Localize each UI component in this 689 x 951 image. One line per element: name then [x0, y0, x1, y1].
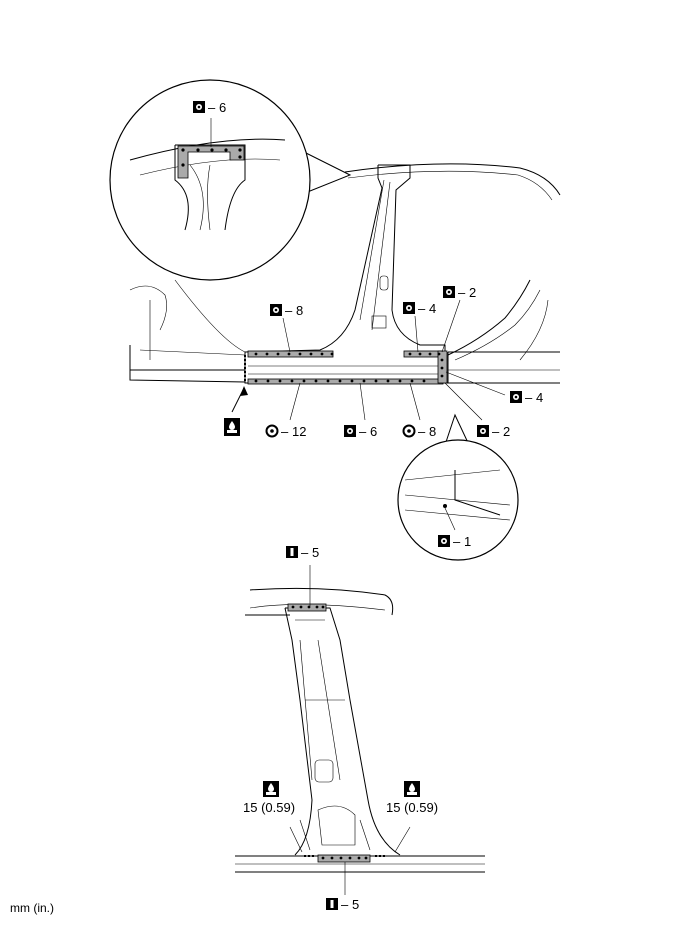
mig-weld-icon	[286, 546, 298, 558]
rear-upper-spot-count: 2	[469, 285, 476, 300]
sill-plug-left-count: 12	[292, 424, 306, 439]
svg-text:–: –	[281, 424, 289, 439]
sill-plug-mid-count: 8	[429, 424, 436, 439]
spot-weld-icon	[344, 425, 356, 437]
mig-weld-icon	[326, 898, 338, 910]
detail-circle-bottom	[397, 413, 519, 561]
braze-icon	[224, 418, 240, 436]
spot-weld-icon	[477, 425, 489, 437]
braze-arrow-head	[240, 386, 248, 396]
braze-right-length: 15 (0.59)	[386, 800, 438, 815]
svg-text:–: –	[525, 390, 533, 405]
dash-label: –	[208, 100, 216, 115]
svg-text:–: –	[458, 285, 466, 300]
detail-bottom-spot-count: 1	[464, 534, 471, 549]
svg-text:–: –	[418, 424, 426, 439]
braze-icon	[263, 781, 279, 797]
leader-lines-top	[282, 299, 506, 421]
spot-weld-icon	[510, 391, 522, 403]
pillar-base-spot-count: 4	[429, 301, 436, 316]
sill-lower-spot-count: 6	[370, 424, 377, 439]
braze-icon	[404, 781, 420, 797]
svg-text:–: –	[285, 303, 293, 318]
spot-weld-icon	[443, 286, 455, 298]
plug-weld-icon	[402, 424, 416, 438]
svg-text:–: –	[418, 301, 426, 316]
rear-lower-spot-count: 4	[536, 390, 543, 405]
svg-text:–: –	[301, 545, 309, 560]
rear-lower-spot-b-count: 2	[503, 424, 510, 439]
svg-text:–: –	[492, 424, 500, 439]
svg-text:–: –	[453, 534, 461, 549]
spot-weld-icon	[270, 304, 282, 316]
spot-weld-icon	[438, 535, 450, 547]
plug-weld-icon	[265, 424, 279, 438]
sill-upper-spot-count: 8	[296, 303, 303, 318]
unit-note: mm (in.)	[10, 901, 54, 915]
pillar-bottom-mig-count: 5	[352, 897, 359, 912]
braze-left-length: 15 (0.59)	[243, 800, 295, 815]
side-body-view	[129, 163, 561, 385]
pillar-top-mig-count: 5	[312, 545, 319, 560]
spot-weld-icon	[403, 302, 415, 314]
pillar-inner-view	[235, 565, 485, 895]
svg-text:–: –	[341, 897, 349, 912]
detail-top-spot-count: 6	[219, 100, 226, 115]
svg-text:–: –	[359, 424, 367, 439]
detail-circle-top	[109, 79, 352, 281]
spot-weld-icon	[193, 101, 205, 113]
